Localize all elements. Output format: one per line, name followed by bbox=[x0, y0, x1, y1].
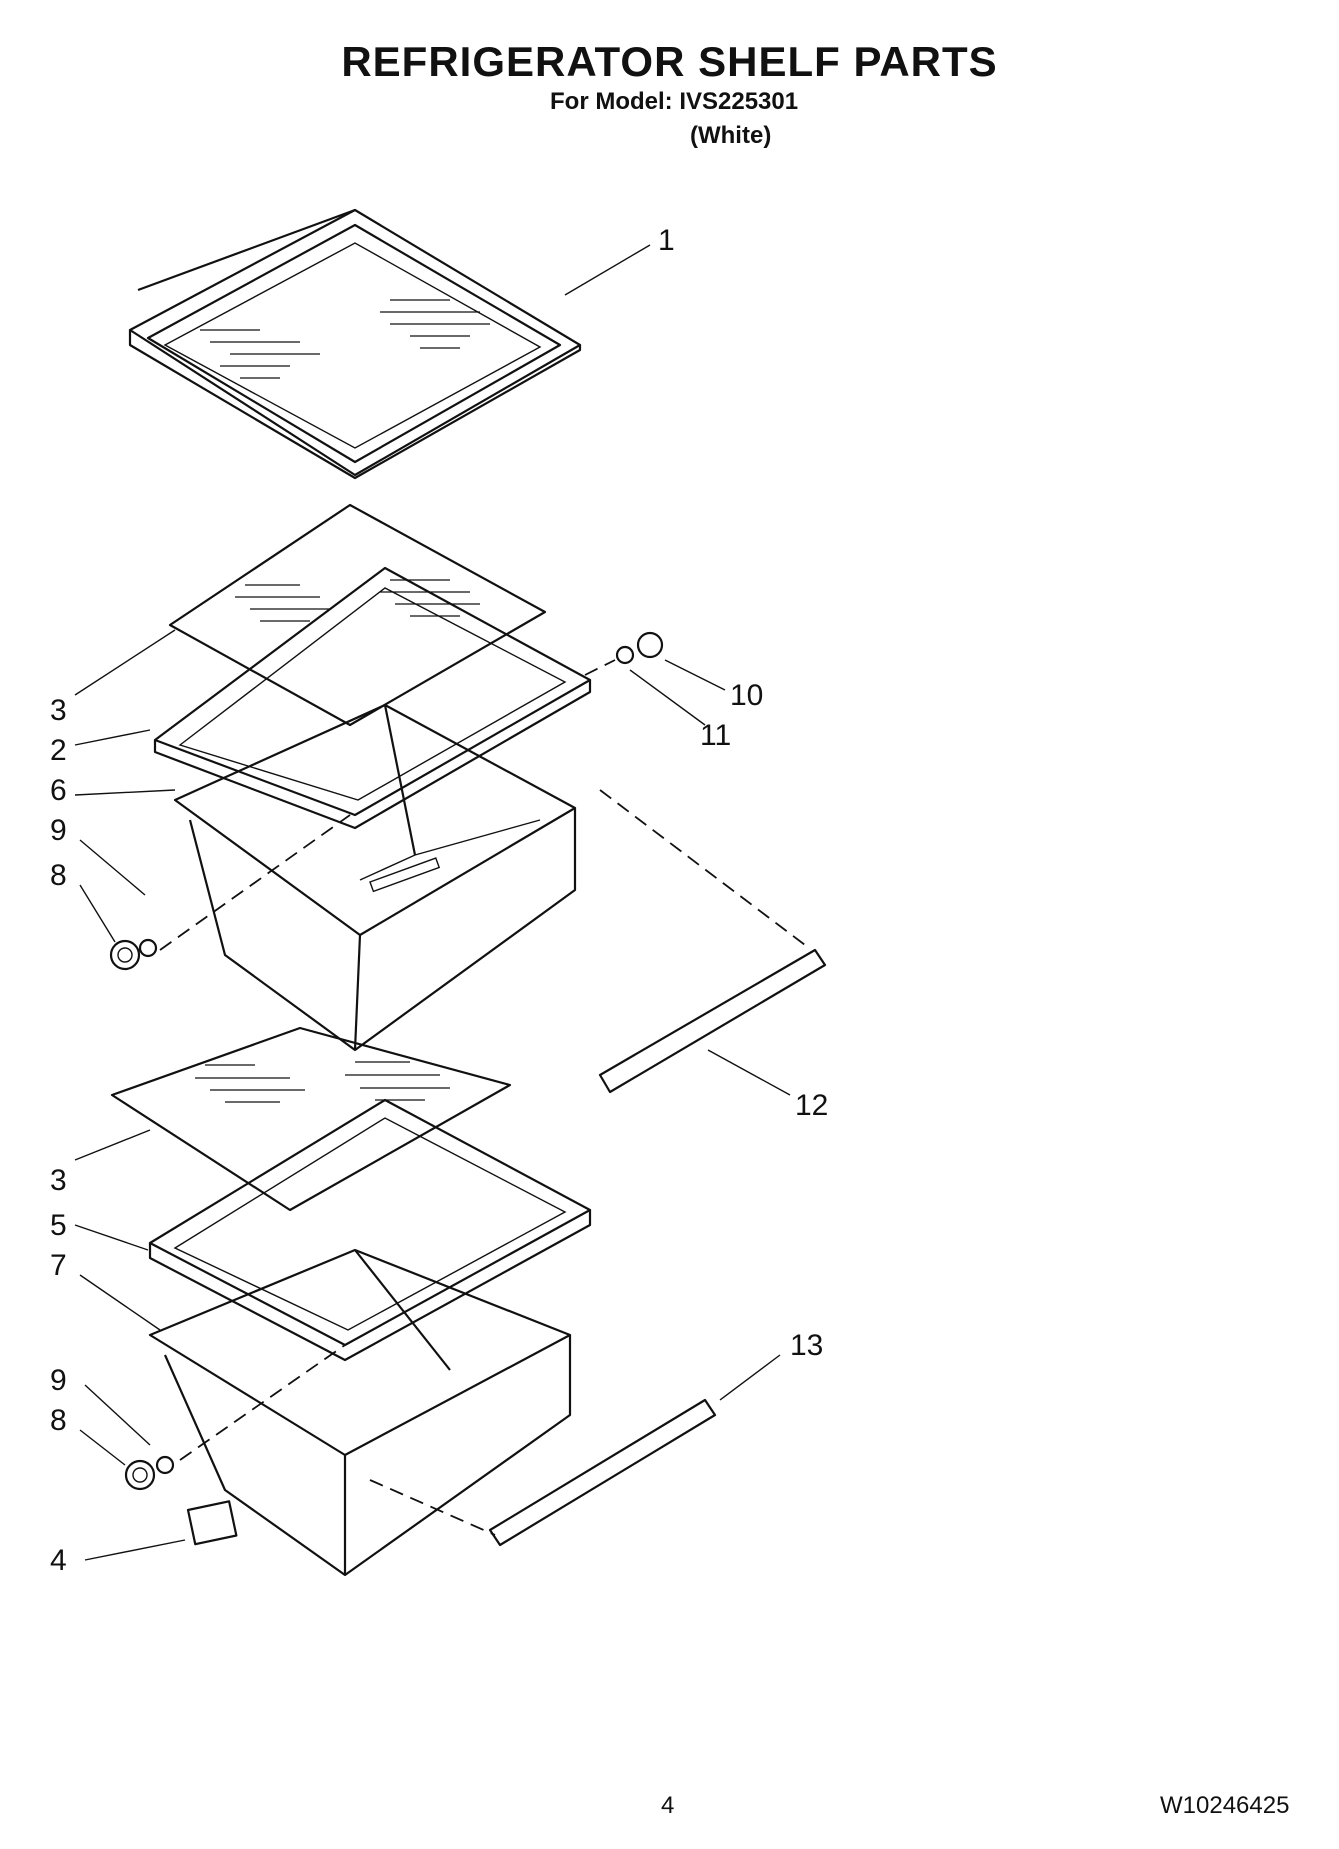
page-number: 4 bbox=[661, 1792, 675, 1819]
callout-9: 9 bbox=[50, 814, 67, 847]
callout-13: 13 bbox=[790, 1329, 823, 1362]
callout-9-lower: 9 bbox=[50, 1364, 67, 1397]
model-number: For Model: IVS225301 bbox=[550, 88, 799, 115]
callout-12: 12 bbox=[795, 1089, 828, 1122]
callout-10: 10 bbox=[730, 679, 763, 712]
document-number: W10246425 bbox=[1160, 1792, 1290, 1819]
roller-parts bbox=[109, 631, 664, 1546]
callout-7: 7 bbox=[50, 1249, 67, 1282]
model-color: (White) bbox=[690, 122, 772, 149]
callout-5: 5 bbox=[50, 1209, 67, 1242]
assembly-lines bbox=[159, 659, 806, 1536]
leader-lines bbox=[74, 244, 791, 1561]
part-3-glass-lower bbox=[110, 1026, 512, 1212]
part-3-glass-upper bbox=[168, 503, 547, 727]
part-1-shelf bbox=[128, 208, 582, 480]
callout-11: 11 bbox=[700, 719, 731, 752]
page-title: REFRIGERATOR SHELF PARTS bbox=[341, 38, 998, 85]
callout-3-lower: 3 bbox=[50, 1164, 67, 1197]
part-7-drawer-lower bbox=[148, 1248, 572, 1577]
callout-3: 3 bbox=[50, 694, 67, 727]
callout-8: 8 bbox=[50, 859, 67, 892]
part-6-drawer-upper bbox=[173, 703, 577, 1052]
callout-2: 2 bbox=[50, 734, 67, 767]
part-2-frame-upper bbox=[153, 566, 592, 830]
callout-6: 6 bbox=[50, 774, 67, 807]
callout-8-lower: 8 bbox=[50, 1404, 67, 1437]
part-5-frame-lower bbox=[148, 1098, 592, 1362]
callout-4: 4 bbox=[50, 1544, 67, 1577]
part-12-trim-upper bbox=[598, 948, 827, 1094]
part-13-trim-lower bbox=[488, 1398, 717, 1547]
callout-labels: 1 3 2 6 9 8 10 11 12 3 5 7 9 8 13 4 bbox=[50, 224, 828, 1577]
callout-1: 1 bbox=[658, 224, 675, 257]
